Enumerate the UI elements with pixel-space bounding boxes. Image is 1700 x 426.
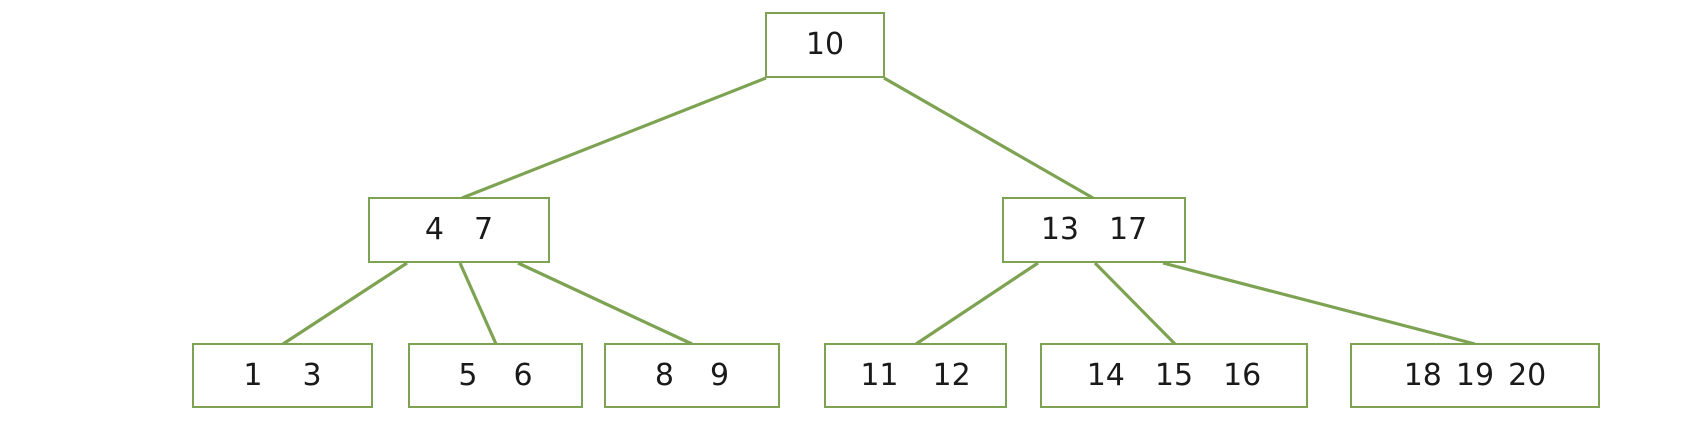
- tree-edge: [461, 76, 767, 200]
- btree-key: 5: [458, 357, 478, 393]
- tree-edge: [915, 261, 1039, 346]
- btree-key: 10: [805, 27, 845, 62]
- btree-key: 4: [424, 212, 444, 247]
- tree-edge: [883, 76, 1094, 200]
- btree-node-leaf-5[interactable]: 14 15 16: [1040, 343, 1308, 408]
- btree-key: 6: [513, 357, 533, 393]
- tree-edge: [517, 261, 693, 346]
- btree-key: 12: [932, 357, 971, 393]
- tree-edge: [1093, 261, 1177, 346]
- btree-key: 9: [710, 357, 730, 393]
- tree-edge: [282, 261, 408, 346]
- btree-key: 7: [474, 212, 494, 247]
- btree-key: 18: [1403, 357, 1442, 393]
- btree-node-internal-right[interactable]: 13 17: [1002, 197, 1186, 263]
- btree-key: 3: [302, 357, 322, 393]
- btree-key: 20: [1508, 357, 1547, 393]
- btree-key: 17: [1109, 212, 1148, 247]
- btree-key: 13: [1040, 212, 1079, 247]
- btree-key: 8: [654, 357, 674, 393]
- tree-edge: [1162, 261, 1476, 346]
- btree-key: 15: [1154, 357, 1194, 393]
- btree-key: 16: [1223, 357, 1262, 393]
- btree-node-root[interactable]: 10: [765, 12, 885, 78]
- btree-key: 19: [1455, 357, 1495, 393]
- btree-node-leaf-4[interactable]: 11 12: [824, 343, 1007, 408]
- btree-key: 1: [243, 357, 263, 393]
- btree-node-leaf-6[interactable]: 18 19 20: [1350, 343, 1600, 408]
- btree-key: 14: [1086, 357, 1125, 393]
- tree-edge: [458, 262, 498, 345]
- btree-key: 11: [860, 357, 899, 393]
